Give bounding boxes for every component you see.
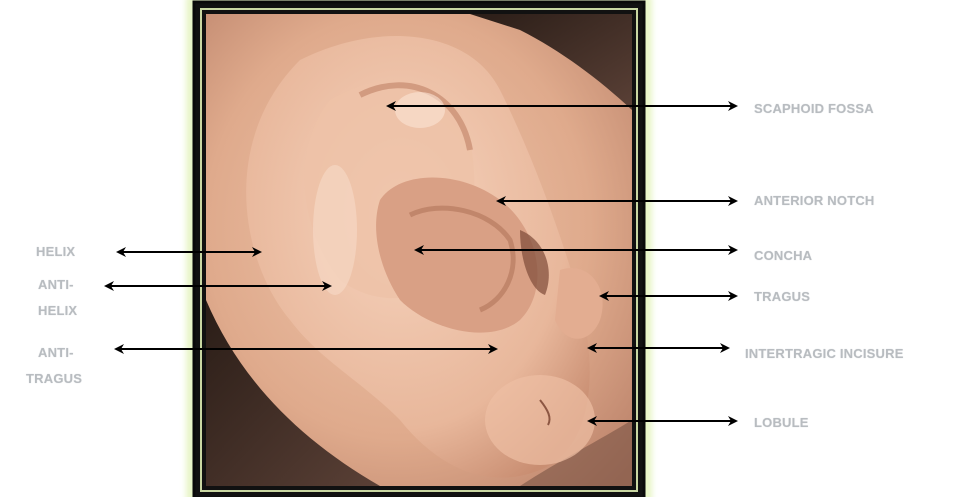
label-lobule: LOBULE: [754, 415, 809, 431]
label-antihelix-line2: HELIX: [38, 303, 77, 319]
label-antitragus-line1: ANTI-: [38, 345, 74, 361]
label-scaphoid-fossa: SCAPHOID FOSSA: [754, 101, 874, 117]
label-antihelix-line1: ANTI-: [38, 277, 74, 293]
label-intertragic-incisure: INTERTRAGIC INCISURE: [745, 346, 904, 362]
label-antitragus-line2: TRAGUS: [26, 371, 82, 387]
label-helix: HELIX: [36, 244, 75, 260]
label-tragus: TRAGUS: [754, 289, 810, 305]
label-anterior-notch: ANTERIOR NOTCH: [754, 193, 875, 209]
label-concha: CONCHA: [754, 248, 812, 264]
